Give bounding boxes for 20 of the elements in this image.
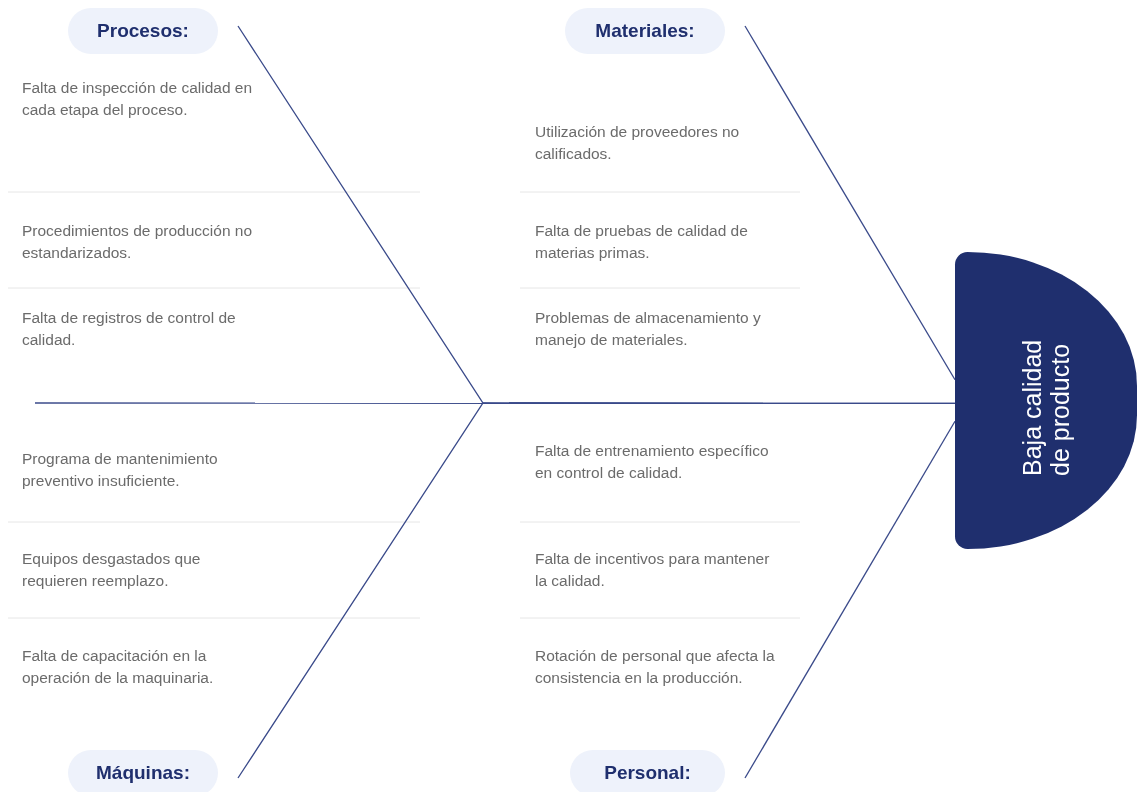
- category-heading: Procesos:: [68, 8, 218, 54]
- cause-text: Falta de pruebas de calidad de materias primas.: [535, 221, 749, 263]
- cause-text: Problemas de almacenamiento y manejo de materiales.: [535, 308, 762, 350]
- category-heading: Materiales:: [565, 8, 725, 54]
- cause-text: Procedimientos de producción no estandarizados.: [22, 221, 254, 263]
- cause-text: Falta de registros de control de calidad.: [22, 308, 237, 350]
- cause-text: Falta de entrenamiento específico en control de calidad.: [535, 441, 770, 483]
- bone-line: [744, 25, 956, 381]
- bone-line: [237, 402, 956, 779]
- cause-text: Utilización de proveedores no calificados.: [535, 122, 741, 164]
- cause-text: Falta de incentivos para mantener la calidad.: [535, 549, 771, 591]
- cause-text: Equipos desgastados que requieren reemplazo.: [22, 549, 202, 591]
- cause-text: Falta de inspección de calidad en cada etapa del proceso.: [22, 78, 254, 120]
- category-heading: Máquinas:: [68, 750, 218, 792]
- effect-text: Baja calidad de producto: [1018, 338, 1074, 476]
- cause-text: Programa de mantenimiento preventivo insuficiente.: [22, 449, 219, 491]
- cause-text: Rotación de personal que afecta la consistencia en la producción.: [535, 646, 775, 688]
- bone-line: [744, 420, 956, 779]
- cause-text: Falta de capacitación en la operación de la maquinaria.: [22, 646, 215, 688]
- category-heading: Personal:: [570, 750, 725, 792]
